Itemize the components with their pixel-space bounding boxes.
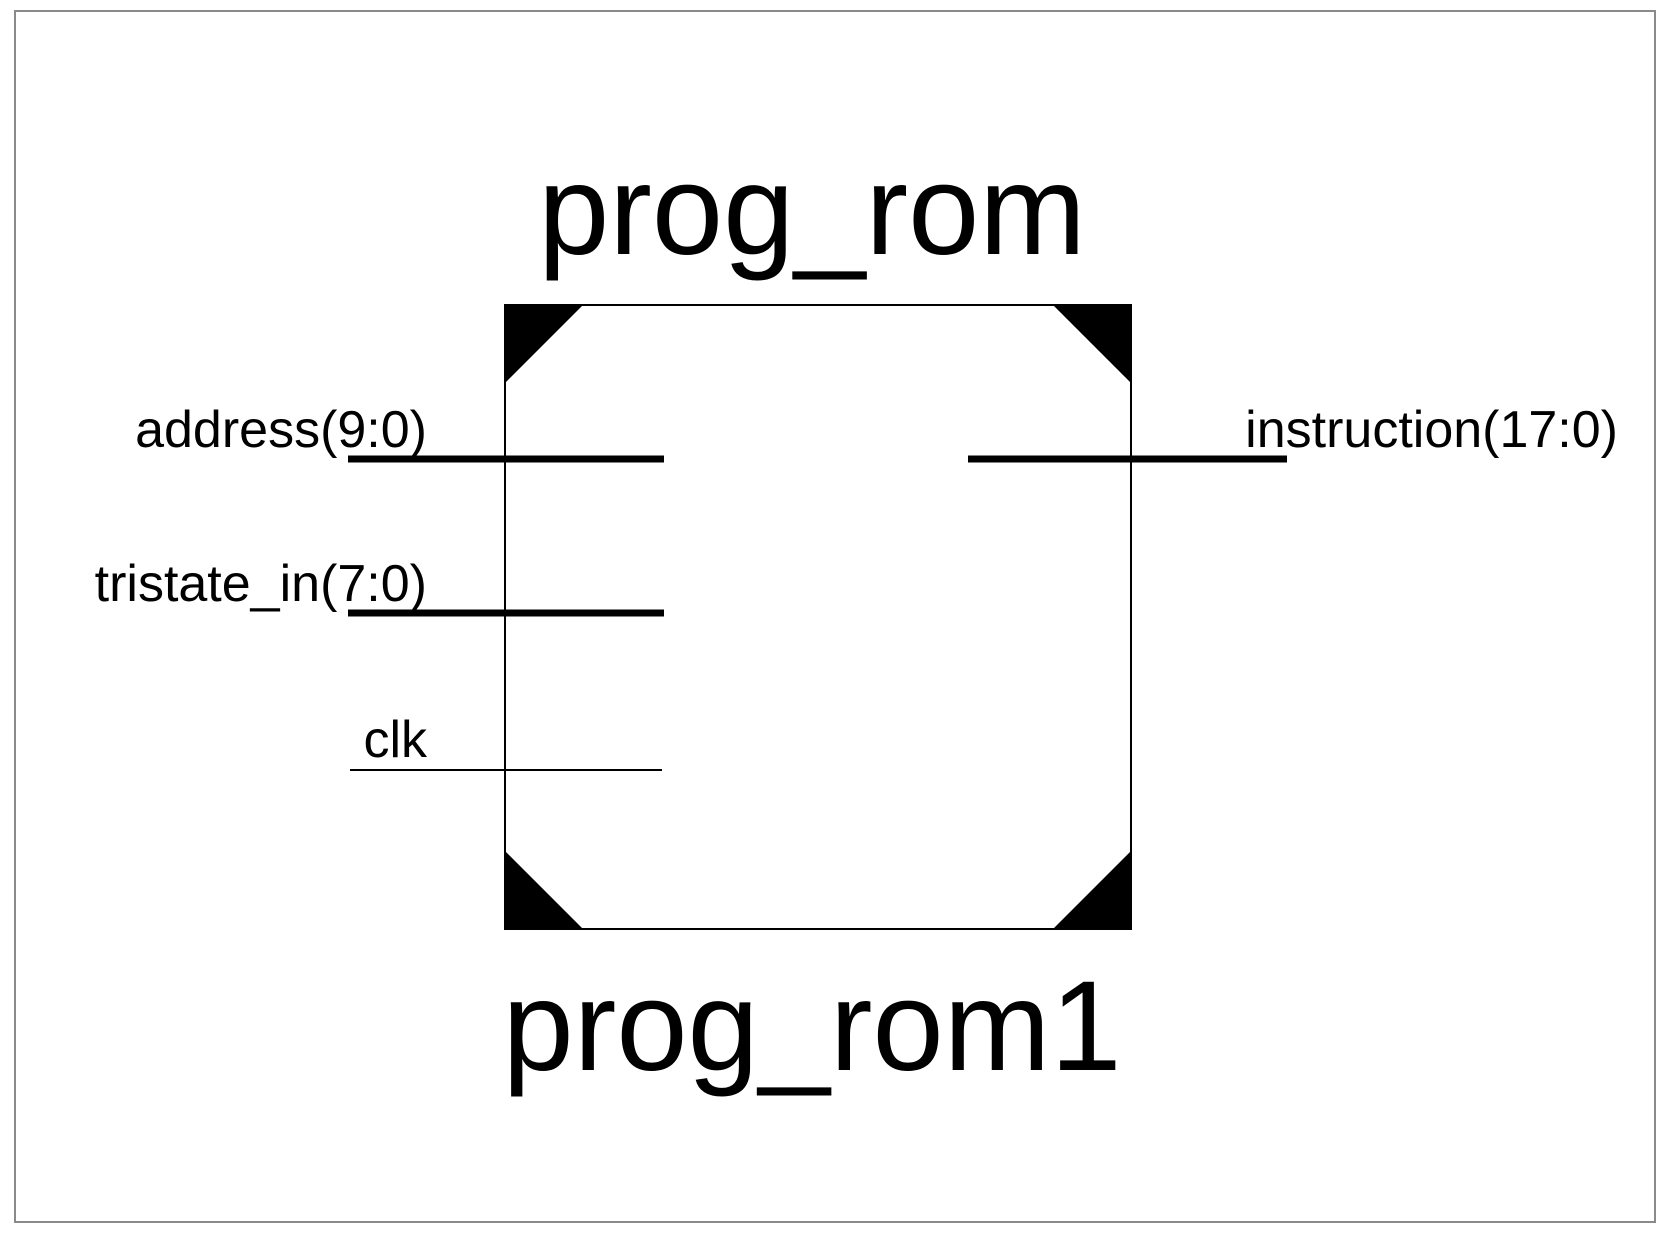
port-label-tristate-in: tristate_in(7:0) bbox=[95, 555, 427, 613]
port-label-clk: clk bbox=[363, 711, 428, 769]
corner-marker-top-left bbox=[505, 305, 583, 383]
corner-marker-top-right bbox=[1053, 305, 1131, 383]
corner-marker-bottom-right bbox=[1053, 851, 1131, 929]
component-type-name: prog_rom bbox=[538, 139, 1086, 282]
component-block bbox=[504, 304, 1132, 930]
port-label-address: address(9:0) bbox=[135, 401, 427, 459]
port-label-instruction: instruction(17:0) bbox=[1245, 401, 1618, 459]
component-instance-name: prog_rom1 bbox=[503, 955, 1122, 1098]
diagram-frame bbox=[14, 10, 1656, 1223]
corner-marker-bottom-left bbox=[505, 851, 583, 929]
